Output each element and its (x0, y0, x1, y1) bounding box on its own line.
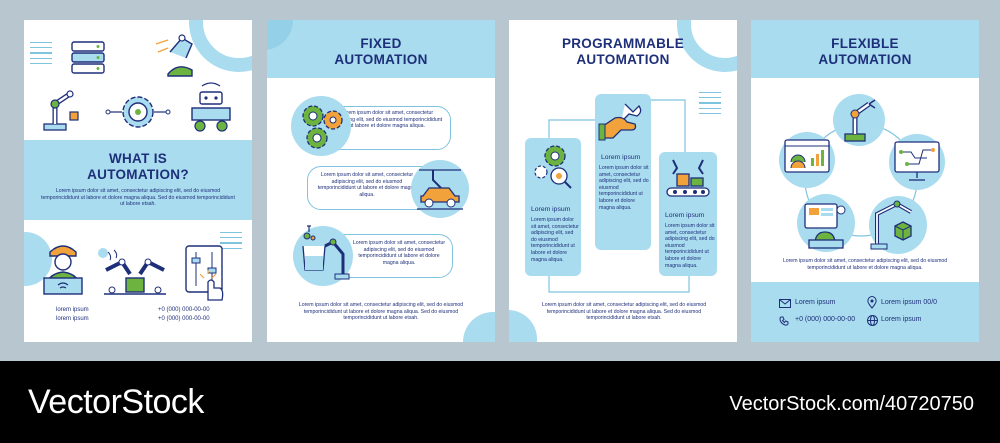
title-line-1: PROGRAMMABLE (561, 36, 685, 51)
lab-robot-icon (302, 225, 350, 280)
title-line-2: AUTOMATION? (87, 167, 189, 182)
monitor-circuit-icon (894, 141, 940, 181)
fixed-text-3: Lorem ipsum dolor sit amet, consectetur … (352, 240, 446, 266)
brochure-page-flexible-automation: FLEXIBLE AUTOMATION (751, 20, 979, 342)
web-text: Lorem ipsum (881, 316, 922, 323)
column-text-3: Lorem ipsum dolor sit amet, consectetur … (665, 223, 715, 269)
column-heading-1: Lorem ipsum (531, 206, 571, 213)
globe-icon (867, 315, 878, 326)
title-band (751, 20, 979, 78)
intro-text: Lorem ipsum dolor sit amet, consectetur … (782, 258, 948, 271)
title-line-1: WHAT IS (108, 151, 168, 166)
fixed-text-2: Lorem ipsum dolor sit amet, consectetur … (317, 172, 417, 198)
title-line-2: AUTOMATION (818, 52, 912, 67)
phone-icon (779, 316, 789, 326)
gear-search-icon (534, 145, 572, 189)
phone-text: +0 (000) 000-00-00 (795, 316, 856, 323)
location-text: Lorem ipsum 00/0 (881, 299, 938, 306)
control-panel-icon (185, 245, 224, 301)
column-heading-2: Lorem ipsum (601, 154, 641, 161)
assembly-line-icon (104, 249, 166, 295)
footer-text: Lorem ipsum dolor sit amet, consectetur … (541, 302, 707, 322)
contact-2: lorem ipsum (56, 316, 89, 322)
column-text-1: Lorem ipsum dolor sit amet, consectetur … (531, 217, 579, 263)
dashboard-icon (784, 139, 830, 173)
decor-stripes (699, 92, 721, 118)
column-heading-3: Lorem ipsum (665, 212, 705, 219)
fixed-text-1: Lorem ipsum dolor sit amet, consectetur … (331, 110, 443, 130)
page-title: FLEXIBLE AUTOMATION (751, 36, 979, 68)
watermark-url: VectorStock.com/40720750 (729, 393, 974, 415)
brochure-page-what-is-automation: WHAT IS AUTOMATION? Lorem ipsum dolor si… (24, 20, 252, 342)
car-production-icon (417, 169, 463, 210)
location-pin-icon (867, 296, 877, 309)
decor-ring (189, 20, 252, 72)
robot-arm-icon (43, 90, 79, 131)
control-station-icon (804, 203, 846, 249)
database-icon (71, 41, 105, 74)
title-line-2: AUTOMATION (576, 52, 670, 67)
cube-robot-icon (870, 200, 912, 250)
contact-1: lorem ipsum (56, 307, 89, 313)
robot-arm-icon (844, 99, 876, 142)
connector-lines (548, 99, 690, 293)
gear-circuit-icon (105, 96, 171, 128)
decor-dot (98, 248, 108, 258)
hand-wrench-icon (598, 103, 642, 141)
conveyor-robot-icon (666, 159, 710, 197)
page-title: PROGRAMMABLE AUTOMATION (509, 36, 737, 68)
page-title: FIXED AUTOMATION (267, 36, 495, 68)
engineer-laptop-icon (43, 245, 83, 295)
column-text-2: Lorem ipsum dolor sit amet, consectetur … (599, 165, 649, 211)
footer-text: Lorem ipsum dolor sit amet, consectetur … (298, 302, 464, 322)
title-line-2: AUTOMATION (334, 52, 428, 67)
phone-1: +0 (000) 000-00-00 (158, 307, 210, 313)
welding-robot-icon (155, 34, 193, 77)
decor-stripes (220, 232, 242, 253)
page-title: WHAT IS AUTOMATION? (24, 151, 252, 183)
robot-cart-icon (191, 82, 231, 132)
mail-icon (779, 299, 791, 308)
gears-icon (302, 105, 343, 149)
decor-stripes (30, 42, 52, 68)
brochure-page-programmable-automation: PROGRAMMABLE AUTOMATION Lorem ipsum Lore… (509, 20, 737, 342)
contact-band (751, 282, 979, 342)
title-line-1: FIXED (360, 36, 402, 51)
intro-text: Lorem ipsum dolor sit amet, consectetur … (41, 188, 235, 208)
watermark-logo: VectorStock (28, 383, 204, 421)
brochure-page-fixed-automation: FIXED AUTOMATION Lorem ipsum dolor sit a… (267, 20, 495, 342)
email-text: Lorem ipsum (795, 299, 836, 306)
title-line-1: FLEXIBLE (831, 36, 899, 51)
title-band (267, 20, 495, 78)
title-band (24, 140, 252, 220)
watermark-bar: VectorStock VectorStock.com/40720750 (0, 361, 1000, 443)
column-card-3 (659, 152, 717, 276)
phone-2: +0 (000) 000-00-00 (158, 316, 210, 322)
